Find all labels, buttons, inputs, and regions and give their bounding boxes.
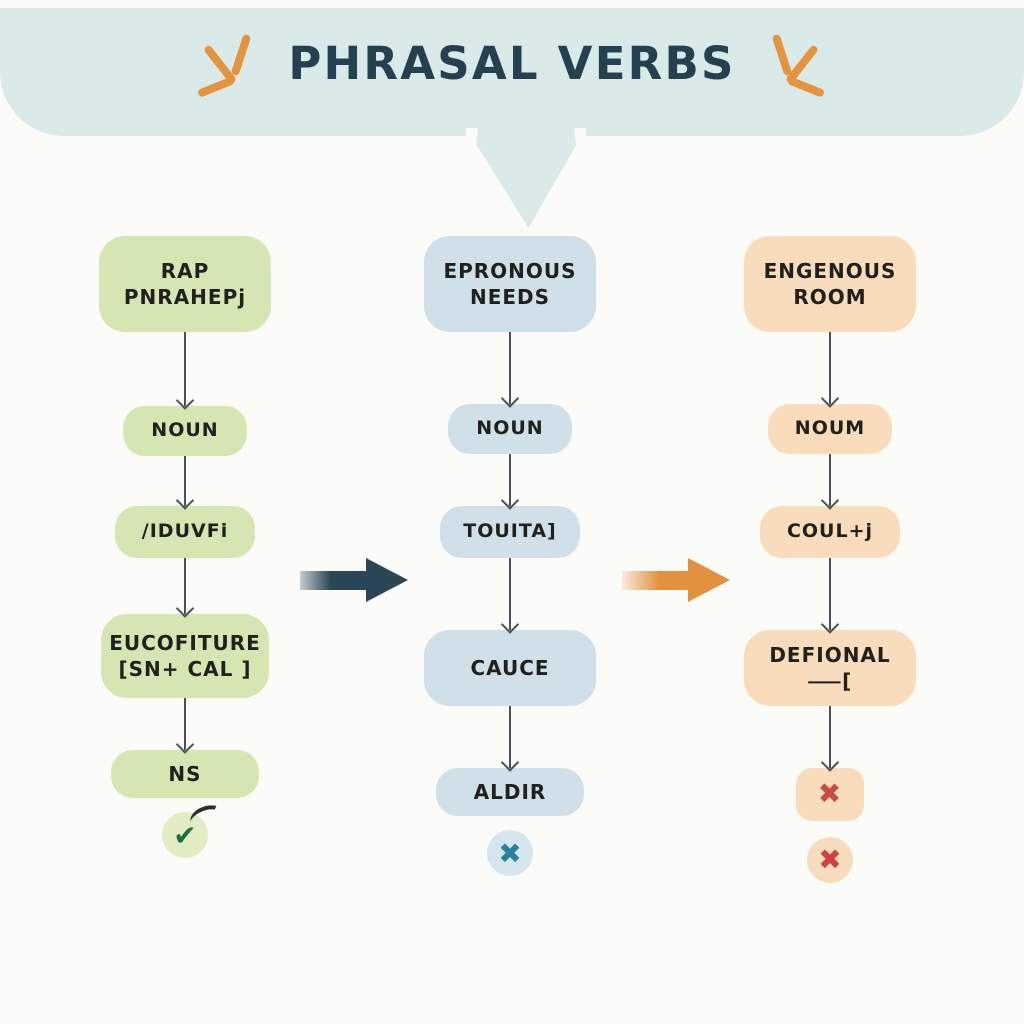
connector-blue-2-3	[509, 454, 511, 506]
sparkle-left-icon	[197, 30, 262, 98]
bubble-tail-notch-left	[466, 128, 478, 218]
result-badge-green: ✔	[162, 812, 208, 858]
flow-node-orange-2[interactable]: NOUM	[768, 404, 892, 454]
flow-node-blue-5[interactable]: ALDIR	[436, 768, 584, 816]
connector-green-4-5	[184, 698, 186, 750]
sparkle-right-icon	[762, 30, 825, 98]
connector-green-3-4	[184, 558, 186, 614]
arrow-blue-to-orange-icon	[622, 558, 730, 602]
flow-node-blue-3[interactable]: TOUITA]	[440, 506, 580, 558]
flow-node-green-5[interactable]: NS	[111, 750, 259, 798]
flow-column-green: RAP PNRAHEPj NOUN /IDUVFi EUCOFITURE [SN…	[35, 236, 335, 858]
connector-orange-1-2	[829, 332, 831, 404]
flow-node-blue-1[interactable]: EPRONOUS NEEDS	[424, 236, 596, 332]
page-title: PHRASAL VERBS	[288, 36, 736, 90]
connector-blue-1-2	[509, 332, 511, 404]
flow-diagram: RAP PNRAHEPj NOUN /IDUVFi EUCOFITURE [SN…	[0, 236, 1024, 1024]
connector-orange-4-5	[829, 706, 831, 768]
flow-column-orange: ENGENOUS ROOM NOUM COUL+j DEFIONAL⸺[ ✖ ✖	[680, 236, 980, 883]
flow-node-green-4[interactable]: EUCOFITURE [SN+ CAL ]	[101, 614, 269, 698]
result-badge-orange: ✖	[807, 836, 853, 883]
flow-column-blue: EPRONOUS NEEDS NOUN TOUITA] CAUCE ALDIR …	[360, 236, 660, 876]
flow-node-blue-4[interactable]: CAUCE	[424, 630, 596, 706]
bubble-tail-notch-right	[574, 128, 586, 218]
speech-bubble-tail	[466, 128, 586, 228]
connector-orange-3-4	[829, 558, 831, 630]
arrow-shaft	[622, 571, 690, 590]
flow-node-green-2[interactable]: NOUN	[123, 406, 247, 456]
connector-orange-2-3	[829, 454, 831, 506]
flow-node-blue-2[interactable]: NOUN	[448, 404, 572, 454]
flow-node-orange-4[interactable]: DEFIONAL⸺[	[744, 630, 916, 706]
title-row: PHRASAL VERBS	[0, 8, 1024, 118]
header-speech-bubble	[0, 8, 1024, 136]
arrow-shaft	[300, 571, 368, 590]
connector-blue-4-5	[509, 706, 511, 768]
result-badge-blue: ✖	[487, 830, 533, 876]
arrow-green-to-blue-icon	[300, 558, 408, 602]
arrow-head	[366, 558, 408, 602]
flow-node-green-1[interactable]: RAP PNRAHEPj	[99, 236, 271, 332]
connector-green-2-3	[184, 456, 186, 506]
arrow-head	[688, 558, 730, 602]
flow-node-orange-1[interactable]: ENGENOUS ROOM	[744, 236, 916, 332]
flow-node-orange-5-cross-icon[interactable]: ✖	[796, 768, 864, 821]
flow-node-orange-3[interactable]: COUL+j	[760, 506, 900, 558]
swoosh-decoration	[187, 800, 227, 834]
connector-blue-3-4	[509, 558, 511, 630]
connector-green-1-2	[184, 332, 186, 406]
flow-node-green-3[interactable]: /IDUVFi	[115, 506, 255, 558]
